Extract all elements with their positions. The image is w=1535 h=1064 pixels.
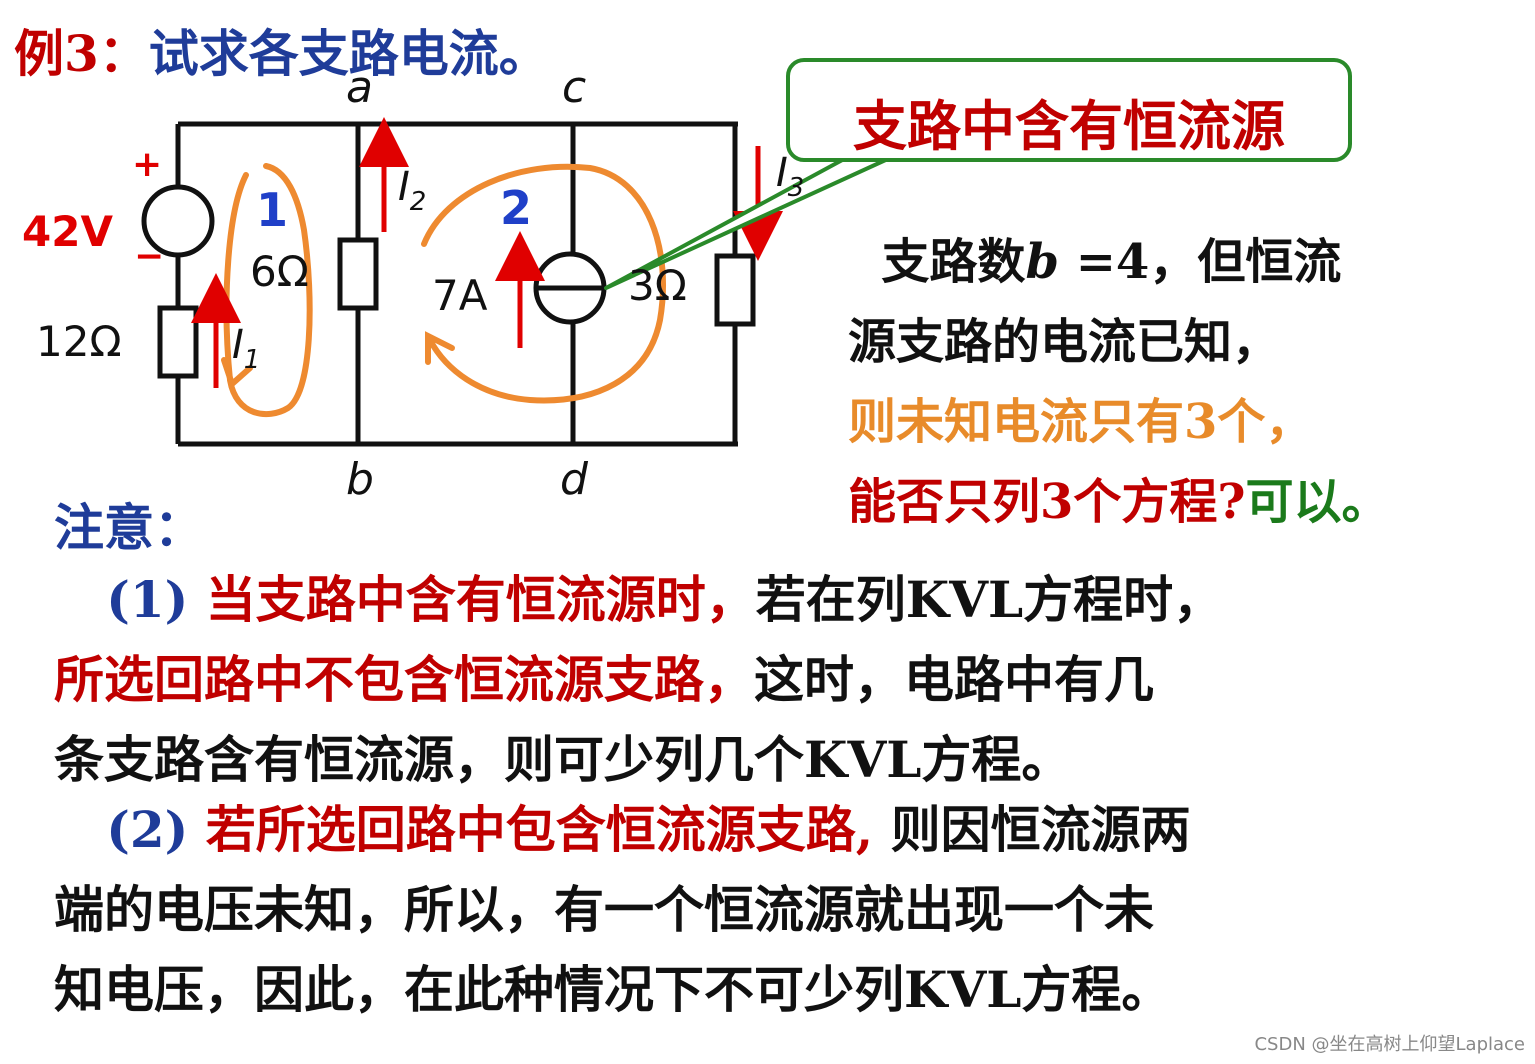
current-source-7a bbox=[533, 251, 607, 325]
side-line-1-c: =4，但恒流 bbox=[1059, 234, 1342, 290]
note-paragraph-2: (2) 若所选回路中包含恒流源支路, 则因恒流源两 端的电压未知，所以，有一个恒… bbox=[54, 790, 1191, 1030]
side-line-1-a: 支路数 bbox=[881, 234, 1026, 290]
example-label: 例3： bbox=[14, 24, 149, 83]
resistor-6ohm-label: 6Ω bbox=[250, 247, 309, 296]
voltage-plus-label: + bbox=[132, 144, 162, 185]
voltage-source-42v bbox=[141, 184, 215, 258]
current-label-i1: I1 bbox=[232, 322, 260, 375]
note-1-line-1: (1) 当支路中含有恒流源时，若在列KVL方程时， bbox=[54, 560, 1223, 640]
voltage-minus-label: − bbox=[134, 236, 164, 277]
resistor-6ohm bbox=[337, 237, 379, 311]
loop-2-path bbox=[421, 163, 666, 404]
note-2-line-1: (2) 若所选回路中包含恒流源支路, 则因恒流源两 bbox=[54, 790, 1191, 870]
watermark: CSDN @坐在高树上仰望Laplace bbox=[1254, 1034, 1525, 1055]
note-1-red-2: 所选回路中不包含恒流源支路， bbox=[54, 650, 754, 709]
note-2-line-3: 知电压，因此，在此种情况下不可少列KVL方程。 bbox=[54, 960, 1172, 1019]
side-line-4: 能否只列3个方程?可以。 bbox=[848, 462, 1390, 542]
note-1-line-3: 条支路含有恒流源，则可少列几个KVL方程。 bbox=[54, 730, 1072, 789]
note-1-black-1: 若在列KVL方程时， bbox=[755, 570, 1224, 629]
resistor-12ohm bbox=[157, 305, 199, 379]
side-line-1: 支路数b =4，但恒流 bbox=[848, 222, 1390, 302]
loop-2-arrowhead bbox=[425, 331, 455, 365]
note-2-black-1: 则因恒流源两 bbox=[873, 800, 1191, 859]
current-label-i3: I3 bbox=[776, 150, 804, 203]
note-1-number: (1) bbox=[106, 570, 206, 629]
note-title: 注意： bbox=[54, 498, 204, 557]
side-line-3: 则未知电流只有3个， bbox=[848, 394, 1314, 450]
note-2-number: (2) bbox=[106, 800, 206, 859]
loop-1-arrowhead bbox=[221, 357, 253, 390]
resistor-3ohm bbox=[714, 253, 756, 327]
side-line-1-b: b bbox=[1025, 234, 1059, 290]
note-1-black-2: 这时，电路中有几 bbox=[754, 650, 1154, 709]
side-explanation: 支路数b =4，但恒流 源支路的电流已知， 则未知电流只有3个， 能否只列3个方… bbox=[848, 222, 1390, 542]
page-title: 例3：试求各支路电流。 bbox=[14, 14, 549, 86]
callout-box: 支路中含有恒流源 bbox=[786, 58, 1352, 162]
resistor-3ohm-label: 3Ω bbox=[628, 261, 687, 310]
voltage-value-label: 42V bbox=[22, 207, 113, 256]
loop-2-label: 2 bbox=[500, 181, 532, 235]
node-label-c: c bbox=[562, 62, 586, 113]
note-2-red-1: 若所选回路中包含恒流源支路, bbox=[205, 800, 874, 859]
node-label-a: a bbox=[346, 62, 373, 113]
loop-1-label: 1 bbox=[256, 183, 288, 237]
node-label-b: b bbox=[346, 454, 374, 505]
circuit-wires bbox=[175, 121, 738, 447]
note-paragraph-1: (1) 当支路中含有恒流源时，若在列KVL方程时， 所选回路中不包含恒流源支路，… bbox=[54, 560, 1223, 800]
current-label-i2: I2 bbox=[398, 164, 426, 217]
note-2-line-2: 端的电压未知，所以，有一个恒流源就出现一个未 bbox=[54, 880, 1154, 939]
example-question: 试求各支路电流。 bbox=[148, 24, 549, 83]
resistor-12ohm-label: 12Ω bbox=[36, 317, 122, 366]
note-1-red-1: 当支路中含有恒流源时， bbox=[205, 570, 756, 629]
side-line-2: 源支路的电流已知， bbox=[848, 314, 1281, 370]
side-line-4-answer: 可以。 bbox=[1245, 474, 1390, 530]
node-label-d: d bbox=[560, 454, 589, 505]
note-1-line-2: 所选回路中不包含恒流源支路，这时，电路中有几 bbox=[54, 640, 1223, 720]
current-source-label: 7A bbox=[432, 271, 488, 320]
side-line-4-question: 能否只列3个方程? bbox=[848, 474, 1246, 530]
callout-text: 支路中含有恒流源 bbox=[853, 94, 1285, 158]
